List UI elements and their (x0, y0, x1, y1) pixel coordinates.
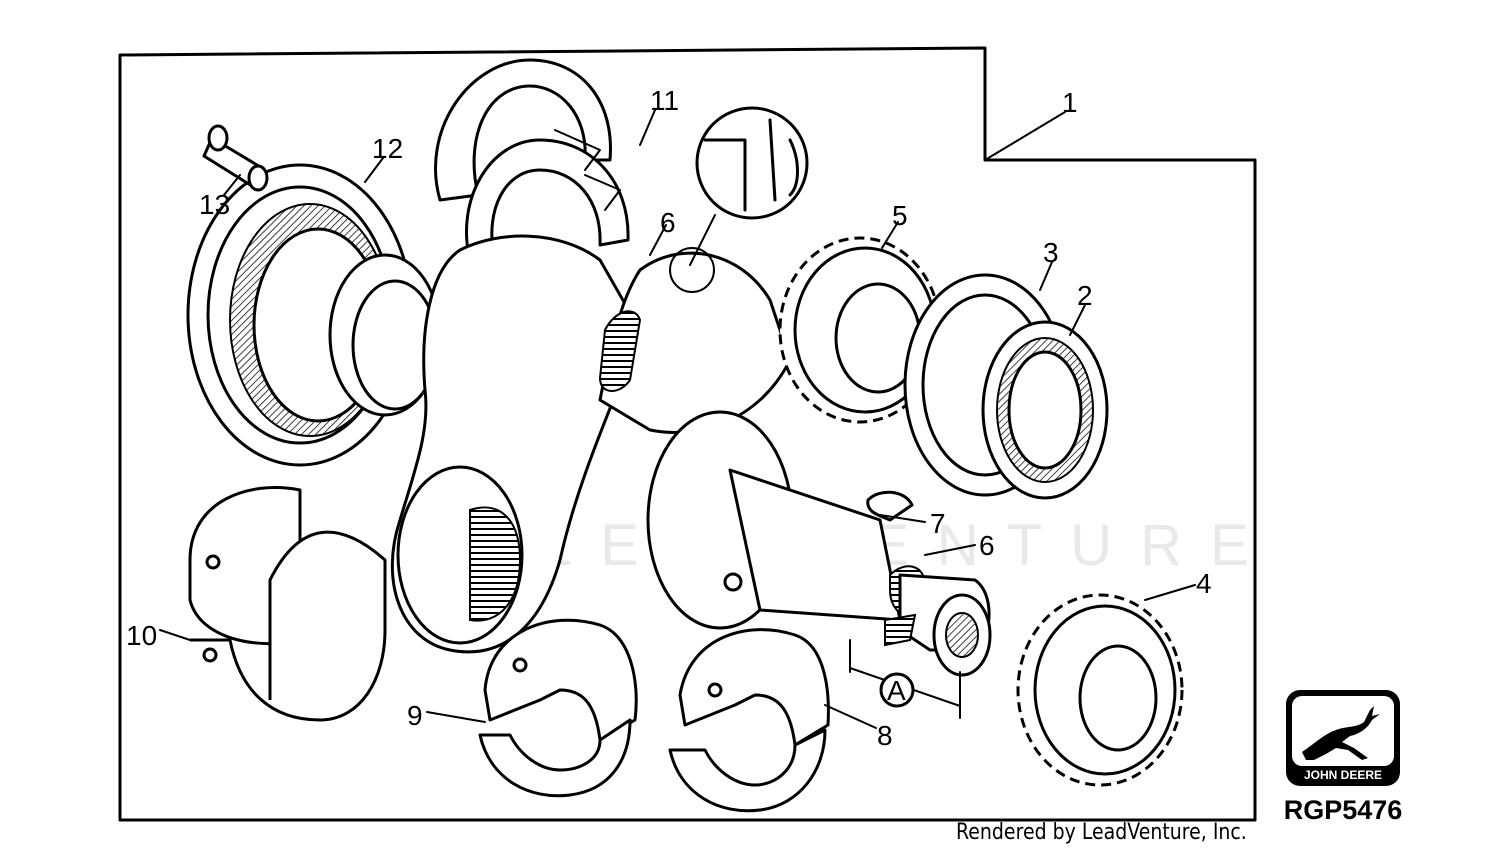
part-7-key (866, 490, 914, 522)
callout-11: 11 (650, 85, 679, 116)
part-5-gear (778, 236, 942, 424)
logo-brand-text: JOHN DEERE (1304, 768, 1382, 782)
callout-6-lower: 6 (979, 530, 995, 561)
callout-8: 8 (877, 720, 893, 751)
render-credit: Rendered by LeadVenture, Inc. (956, 820, 1247, 845)
callout-13: 13 (199, 189, 230, 220)
leaping-deer-icon (1302, 706, 1380, 760)
assembly-frame (118, 46, 1257, 822)
callout-10: 10 (126, 620, 157, 651)
part-2-bearing (981, 320, 1109, 500)
dimension-a-label: A (887, 675, 906, 706)
detail-view-circle (669, 106, 809, 293)
part-13-dowel-pin (202, 124, 269, 192)
callout-1: 1 (1062, 87, 1078, 118)
callout-5: 5 (892, 200, 908, 231)
callout-2: 2 (1077, 280, 1093, 311)
leader-lines (159, 109, 1196, 729)
callout-3: 3 (1043, 237, 1059, 268)
john-deere-logo: JOHN DEERE (1286, 690, 1400, 786)
part-8-bearing-shells (668, 628, 830, 813)
callout-6-top: 6 (660, 207, 676, 238)
callout-9: 9 (407, 700, 423, 731)
part-10-bearing-shells (188, 486, 387, 722)
callout-12: 12 (372, 133, 403, 164)
figure-code: RGP5476 (1283, 795, 1403, 825)
part-4-gear (1016, 593, 1184, 787)
dimension-a: A (849, 639, 961, 719)
callout-labels: 1 2 3 4 5 6 6 7 8 9 10 11 12 13 (126, 85, 1212, 751)
crankshaft (328, 234, 992, 677)
callout-7: 7 (930, 508, 946, 539)
callout-4: 4 (1196, 568, 1212, 599)
part-9-bearing-shells (478, 618, 638, 798)
part-11-thrust-washers (434, 58, 630, 262)
